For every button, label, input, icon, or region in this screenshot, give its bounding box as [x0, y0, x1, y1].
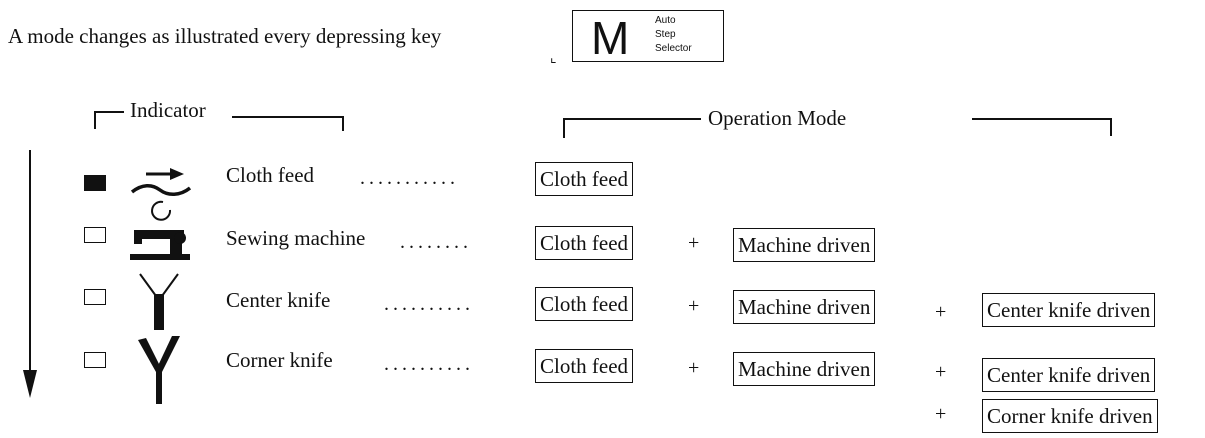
operation-mode-heading: Operation Mode — [708, 106, 847, 130]
indicator-lamp-cloth-feed — [84, 175, 106, 191]
leader-dots: ........ — [400, 231, 472, 253]
mode-box-center-knife-driven: Center knife driven — [982, 293, 1156, 327]
key-label-line2: Step — [655, 29, 676, 40]
indicator-heading: Indicator — [130, 98, 206, 122]
row-label-corner-knife: Corner knife — [226, 348, 333, 372]
row-label-center-knife: Center knife — [226, 288, 331, 312]
plus-sign: + — [688, 232, 700, 254]
key-label-line1: Auto — [655, 15, 676, 26]
mode-box-cloth-feed: Cloth feed — [535, 162, 634, 196]
plus-sign: + — [935, 361, 947, 383]
mode-box-cloth-feed: Cloth feed — [535, 287, 634, 321]
sewing-machine-icon — [130, 200, 190, 260]
stray-mark: ⌞ — [550, 51, 557, 66]
instruction-text: A mode changes as illustrated every depr… — [8, 24, 442, 48]
center-knife-icon — [139, 273, 179, 330]
indicator-lamp-center-knife — [84, 289, 106, 305]
leader-dots: ........... — [360, 167, 459, 189]
cloth-feed-icon — [130, 168, 192, 196]
key-letter: M — [591, 12, 630, 64]
indicator-lamp-corner-knife — [84, 352, 106, 368]
mode-box-machine-driven: Machine driven — [733, 228, 876, 262]
corner-knife-icon — [138, 336, 180, 404]
mode-box-cloth-feed: Cloth feed — [535, 349, 634, 383]
leader-dots: .......... — [384, 353, 474, 375]
auto-step-selector-key[interactable]: M Auto Step Selector — [572, 10, 724, 62]
mode-box-cloth-feed: Cloth feed — [535, 226, 634, 260]
row-label-sewing-machine: Sewing machine — [226, 226, 366, 250]
mode-box-center-knife-driven: Center knife driven — [982, 358, 1156, 392]
leader-dots: .......... — [384, 293, 474, 315]
mode-box-machine-driven: Machine driven — [733, 290, 876, 324]
row-label-cloth-feed: Cloth feed — [226, 163, 315, 187]
indicator-lamp-sewing-machine — [84, 227, 106, 243]
plus-sign: + — [688, 357, 700, 379]
mode-box-machine-driven: Machine driven — [733, 352, 876, 386]
key-label-line3: Selector — [655, 43, 692, 54]
plus-sign: + — [935, 301, 947, 323]
plus-sign: + — [688, 295, 700, 317]
mode-box-corner-knife-driven: Corner knife driven — [982, 399, 1158, 433]
cycle-arrow-icon — [23, 150, 37, 398]
plus-sign: + — [935, 403, 947, 425]
